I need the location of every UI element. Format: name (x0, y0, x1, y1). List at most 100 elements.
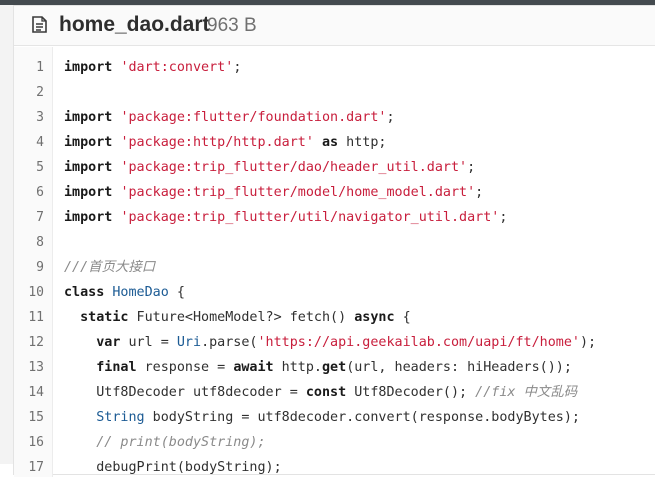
code-line: 7 import 'package:trip_flutter/util/navig… (14, 205, 655, 230)
code-line: 13 final response = await http.get(url, … (14, 355, 655, 380)
code-text: // print(bodyString); (64, 430, 266, 455)
code-line: 16 // print(bodyString); (14, 430, 655, 455)
code-text: import 'package:trip_flutter/model/home_… (64, 180, 483, 205)
code-line: 2 (14, 80, 655, 105)
line-number[interactable]: 3 (36, 110, 44, 125)
code-token: ///首页大接口 (64, 260, 156, 275)
file-document-icon (32, 16, 47, 33)
code-line: 8 (14, 230, 655, 255)
code-token: response = (136, 360, 234, 375)
code-line: 3 import 'package:flutter/foundation.dart… (14, 105, 655, 130)
code-token: import (64, 110, 113, 125)
code-line: 5 import 'package:trip_flutter/dao/header… (14, 155, 655, 180)
code-token (64, 360, 96, 375)
file-size: 963 B (207, 15, 257, 36)
line-number[interactable]: 2 (36, 85, 44, 100)
code-token: 'package:trip_flutter/model/home_model.d… (120, 185, 476, 200)
line-number-gutter (14, 47, 53, 477)
file-viewer: home_dao.dart 963 B 1 import 'dart:conver… (13, 5, 655, 477)
code-line: 17 debugPrint(bodyString); (14, 455, 655, 480)
code-line: 11 static Future<HomeModel?> fetch() asy… (14, 305, 655, 330)
line-number[interactable]: 13 (28, 360, 44, 375)
code-text: debugPrint(bodyString); (64, 455, 281, 480)
code-token: bodyString = utf8decoder.convert(respons… (144, 410, 580, 425)
code-token (64, 410, 96, 425)
code-token: ; (386, 110, 395, 125)
code-text: import 'dart:convert'; (64, 55, 241, 80)
code-line: 6 import 'package:trip_flutter/model/home… (14, 180, 655, 205)
code-token: import (64, 160, 113, 175)
code-token: ; (467, 160, 476, 175)
code-token: { (168, 285, 185, 300)
code-token: import (64, 60, 113, 75)
code-token (314, 135, 322, 150)
code-line: 15 String bodyString = utf8decoder.conve… (14, 405, 655, 430)
code-token: (url, headers: hiHeaders()); (346, 360, 572, 375)
file-name[interactable]: home_dao.dart (59, 13, 210, 36)
code-text: import 'package:http/http.dart' as http; (64, 130, 386, 155)
line-number[interactable]: 6 (36, 185, 44, 200)
line-number[interactable]: 9 (36, 260, 44, 275)
code-text: ///首页大接口 (64, 255, 155, 280)
code-text: import 'package:trip_flutter/dao/header_… (64, 155, 475, 180)
line-number[interactable]: 7 (36, 210, 44, 225)
code-line: 12 var url = Uri.parse('https://api.geek… (14, 330, 655, 355)
code-token: HomeDao (112, 285, 169, 300)
code-token: Future<HomeModel?> fetch() (128, 310, 355, 325)
code-token: Utf8Decoder utf8decoder = (64, 385, 306, 400)
code-text: import 'package:flutter/foundation.dart'… (64, 105, 395, 130)
code-text: var url = Uri.parse('https://api.geekail… (64, 330, 596, 355)
code-token: ; (475, 185, 484, 200)
code-token: import (64, 210, 113, 225)
code-text: class HomeDao { (64, 280, 185, 305)
code-text: String bodyString = utf8decoder.convert(… (64, 405, 580, 430)
line-number[interactable]: 17 (28, 460, 44, 475)
line-number[interactable]: 8 (36, 235, 44, 250)
code-token: var (96, 335, 121, 350)
code-token: async (354, 310, 395, 325)
code-line: 10 class HomeDao { (14, 280, 655, 305)
code-text: final response = await http.get(url, hea… (64, 355, 572, 380)
line-number[interactable]: 1 (36, 60, 44, 75)
page-left-margin (0, 5, 13, 464)
code-token: import (64, 135, 113, 150)
code-token: url = (120, 335, 177, 350)
code-text: Utf8Decoder utf8decoder = const Utf8Deco… (64, 380, 577, 405)
code-token (64, 335, 96, 350)
line-number[interactable]: 4 (36, 135, 44, 150)
code-token: static (80, 310, 129, 325)
code-token: // print(bodyString); (96, 435, 266, 450)
line-number[interactable]: 12 (28, 335, 44, 350)
code-token: ; (499, 210, 508, 225)
code-text: import 'package:trip_flutter/util/naviga… (64, 205, 507, 230)
code-token: 'package:trip_flutter/util/navigator_uti… (120, 210, 500, 225)
code-view: 1 import 'dart:convert'; 2 3 import 'package… (14, 47, 655, 477)
code-line: 4 import 'package:http/http.dart' as http… (14, 130, 655, 155)
code-token: http. (273, 360, 322, 375)
line-number[interactable]: 11 (28, 310, 44, 325)
code-token: const (305, 385, 347, 400)
code-token: //fix 中文乱码 (475, 385, 578, 400)
code-token: 'dart:convert' (120, 60, 234, 75)
code-token: 'package:http/http.dart' (120, 135, 314, 150)
code-token: as (321, 135, 339, 150)
code-token: get (322, 360, 347, 375)
line-number[interactable]: 10 (28, 285, 44, 300)
code-token: .parse( (201, 335, 258, 350)
line-number[interactable]: 15 (28, 410, 44, 425)
code-token: await (233, 360, 274, 375)
line-number[interactable]: 16 (28, 435, 44, 450)
code-token: String (96, 410, 145, 425)
code-token: 'package:trip_flutter/dao/header_util.da… (120, 160, 468, 175)
code-token (64, 435, 96, 450)
code-token: 'package:flutter/foundation.dart' (120, 110, 387, 125)
code-line: 9 ///首页大接口 (14, 255, 655, 280)
code-text: static Future<HomeModel?> fetch() async … (64, 305, 411, 330)
window-top-bar (0, 0, 655, 5)
code-token (64, 310, 80, 325)
code-token: final (96, 360, 137, 375)
code-token: 'https://api.geekailab.com/uapi/ft/home' (257, 335, 580, 350)
line-number[interactable]: 5 (36, 160, 44, 175)
code-token: import (64, 185, 113, 200)
line-number[interactable]: 14 (28, 385, 44, 400)
